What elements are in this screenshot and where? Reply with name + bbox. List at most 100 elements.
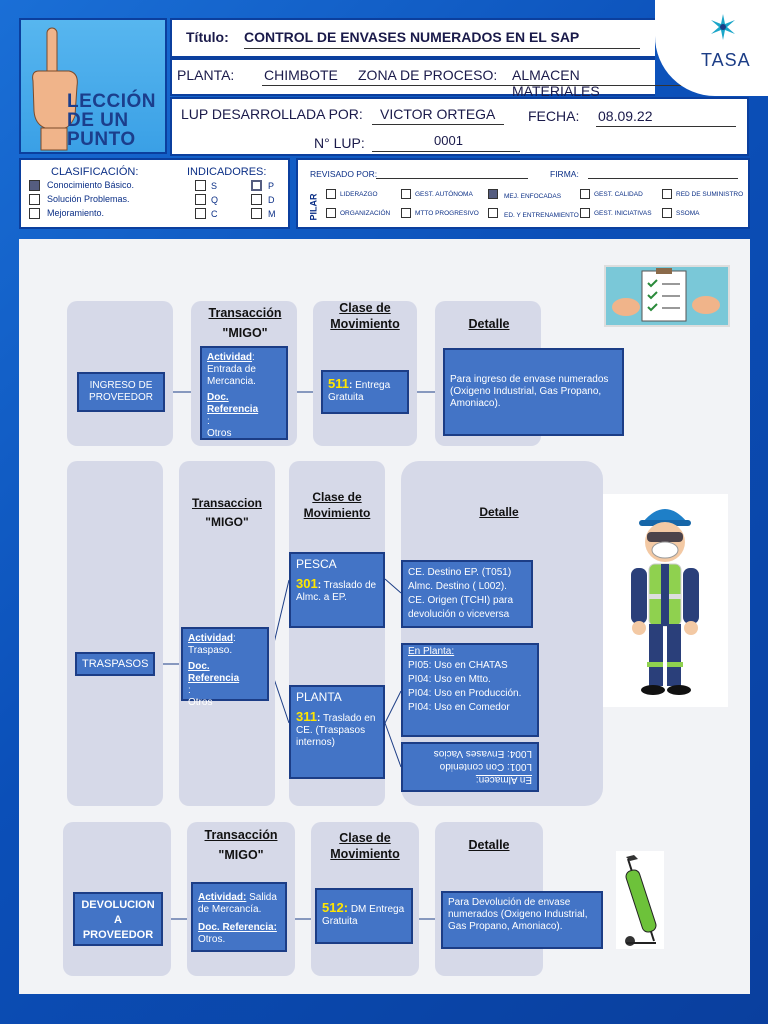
s1-transaction-head-2: "MIGO" <box>222 326 268 340</box>
s3-detail-head: Detalle <box>468 838 510 852</box>
s2-almacen-2: L004: Envases Vacios <box>433 748 532 759</box>
checkbox-gest-iniciativas[interactable] <box>580 208 590 218</box>
checkbox-organizacion[interactable] <box>326 208 336 218</box>
s1-transaction-head-1: Transacción <box>208 306 282 320</box>
gas-cylinder-icon <box>625 855 657 946</box>
s3-class-head: Clase de Movimiento <box>330 831 400 861</box>
s3-activity-box: Actividad: Salida de Mercancía. Doc. Ref… <box>191 882 287 952</box>
s3-doc-label: Doc. Referencia: <box>198 922 277 933</box>
s2-almacen-detail-box: En Almacen: L001: Con contenido L004: En… <box>401 742 539 792</box>
nlup-label: N° LUP: <box>314 135 365 151</box>
class-item-3: Mejoramiento. <box>47 208 105 218</box>
s2-planta-detail-title: En Planta: <box>408 646 455 657</box>
indicator-d: D <box>268 195 275 205</box>
indicator-m: M <box>268 209 276 219</box>
checkbox-gest-autonoma[interactable] <box>401 189 411 199</box>
pillar-ssoma: SSOMA <box>676 210 700 217</box>
s2-activity-label: Actividad <box>188 633 234 644</box>
checkbox-s[interactable] <box>195 180 206 191</box>
s2-activity-box: Actividad: Traspaso. Doc. Referencia: Ot… <box>181 627 269 708</box>
content-panel: Transacción "MIGO" Clase de Movimiento D… <box>19 239 750 994</box>
checkbox-p[interactable] <box>251 180 262 191</box>
s2-almacen-title: En Almacen: <box>475 774 532 785</box>
s3-movement-text: DM Entrega Gratuita <box>322 904 405 927</box>
worker-illustration <box>603 494 728 707</box>
indicators-title: INDICADORES: <box>187 166 267 178</box>
checkbox-solucion[interactable] <box>29 194 40 205</box>
firma-label: FIRMA: <box>550 169 579 179</box>
checkbox-d[interactable] <box>251 194 262 205</box>
s1-movement-code: 511 <box>328 376 349 391</box>
title-value: CONTROL DE ENVASES NUMERADOS EN EL SAP <box>244 29 580 45</box>
s2-source-column <box>67 461 163 806</box>
clipboard-illustration <box>604 265 730 327</box>
title-label: Título: <box>186 29 229 45</box>
s2-pesca-detail-3: CE. Origen (TCHI) para devolución o vice… <box>408 595 514 620</box>
nlup-value: 0001 <box>434 133 463 148</box>
checkbox-liderazgo[interactable] <box>326 189 336 199</box>
lesson-logo: LECCIÓN DE UN PUNTO <box>19 18 167 154</box>
fecha-label: FECHA: <box>528 108 580 124</box>
s2-planta-title: PLANTA <box>296 690 342 704</box>
worker-icon <box>631 509 699 695</box>
checkbox-mejoramiento[interactable] <box>29 208 40 219</box>
checkbox-ssoma[interactable] <box>662 208 672 218</box>
lup-by-label: LUP DESARROLLADA POR: <box>181 106 363 122</box>
planta-row: PLANTA: CHIMBOTE ZONA DE PROCESO: ALMACE… <box>170 58 682 99</box>
classification-box: CLASIFICACIÓN: Conocimiento Básico. Solu… <box>19 158 290 229</box>
pillar-mej-enfocadas: MEJ. ENFOCADAS <box>504 193 562 200</box>
checkbox-gest-calidad[interactable] <box>580 189 590 199</box>
pillar-liderazgo: LIDERAZGO <box>340 191 378 198</box>
s3-detail-text: Para Devolución de envase numerados (Oxi… <box>448 897 588 932</box>
s1-movement-text: Entrega Gratuita <box>328 380 391 403</box>
zona-value: ALMACEN MATERIALES <box>512 67 600 99</box>
pillar-mtto-progresivo: MTTO PROGRESIVO <box>415 210 479 217</box>
s2-doc-value: Otros <box>188 697 213 708</box>
s1-activity-label: Actividad <box>207 352 253 363</box>
s2-planta-detail-3: PI04: Uso en Producción. <box>408 688 522 699</box>
s2-class-head: Clase de Movimiento <box>303 490 371 520</box>
checkbox-mtto-progresivo[interactable] <box>401 208 411 218</box>
lup-by-value: VICTOR ORTEGA <box>380 106 496 122</box>
class-item-2: Solución Problemas. <box>47 194 130 204</box>
revisado-label: REVISADO POR: <box>310 169 378 179</box>
planta-label: PLANTA: <box>177 67 235 83</box>
review-box: REVISADO POR: FIRMA: PILAR LIDERAZGO GES… <box>296 158 750 229</box>
s2-almacen-1: L001: Con contenido <box>439 761 532 772</box>
title-row: Título: CONTROL DE ENVASES NUMERADOS EN … <box>170 18 655 58</box>
checkbox-mej-enfocadas[interactable] <box>488 189 498 199</box>
s3-movement-code: 512: <box>322 900 349 915</box>
class-item-1: Conocimiento Básico. <box>47 180 135 190</box>
checkbox-conocimiento[interactable] <box>29 180 40 191</box>
s2-pesca-code: 301 <box>296 576 318 591</box>
s2-doc-label: Doc. Referencia <box>188 661 240 684</box>
s3-transaction-head-1: Transacción <box>204 828 278 842</box>
planta-value: CHIMBOTE <box>264 67 338 83</box>
pilar-label: PILAR <box>308 193 319 221</box>
cylinder-illustration <box>616 851 664 949</box>
tasa-logo: TASA <box>655 0 768 96</box>
indicator-s: S <box>211 181 218 191</box>
pillar-red-suministro: RED DE SUMINISTRO <box>676 191 744 198</box>
checkbox-q[interactable] <box>195 194 206 205</box>
s2-pesca-title: PESCA <box>296 557 337 571</box>
s2-pesca-text: Traslado de Almc. a EP. <box>296 580 377 603</box>
checklist-icon <box>612 268 720 322</box>
s3-detail-box: Para Devolución de envase numerados (Oxi… <box>441 891 603 949</box>
pillar-organizacion: ORGANIZACIÓN <box>340 210 391 217</box>
s3-doc-value: Otros. <box>198 934 226 945</box>
s3-transaction-head-2: "MIGO" <box>218 848 264 862</box>
checkbox-red-suministro[interactable] <box>662 189 672 199</box>
s1-detail-head: Detalle <box>468 317 510 331</box>
s2-activity-value: Traspaso. <box>188 645 233 656</box>
s2-planta-box: PLANTA 311: Traslado en CE. (Traspasos i… <box>289 685 385 779</box>
s2-pesca-detail-1: CE. Destino EP. (T051) <box>408 567 512 578</box>
checkbox-c[interactable] <box>195 208 206 219</box>
pillar-gest-autonoma: GEST. AUTÓNOMA <box>415 191 473 198</box>
s2-planta-text: Traslado en CE. (Traspasos internos) <box>296 713 376 748</box>
fecha-value: 08.09.22 <box>598 108 653 124</box>
checkbox-ed-entrenamiento[interactable] <box>488 208 498 218</box>
indicator-c: C <box>211 209 218 219</box>
s2-transaction-head-1: Transaccion <box>191 496 263 510</box>
checkbox-m[interactable] <box>251 208 262 219</box>
